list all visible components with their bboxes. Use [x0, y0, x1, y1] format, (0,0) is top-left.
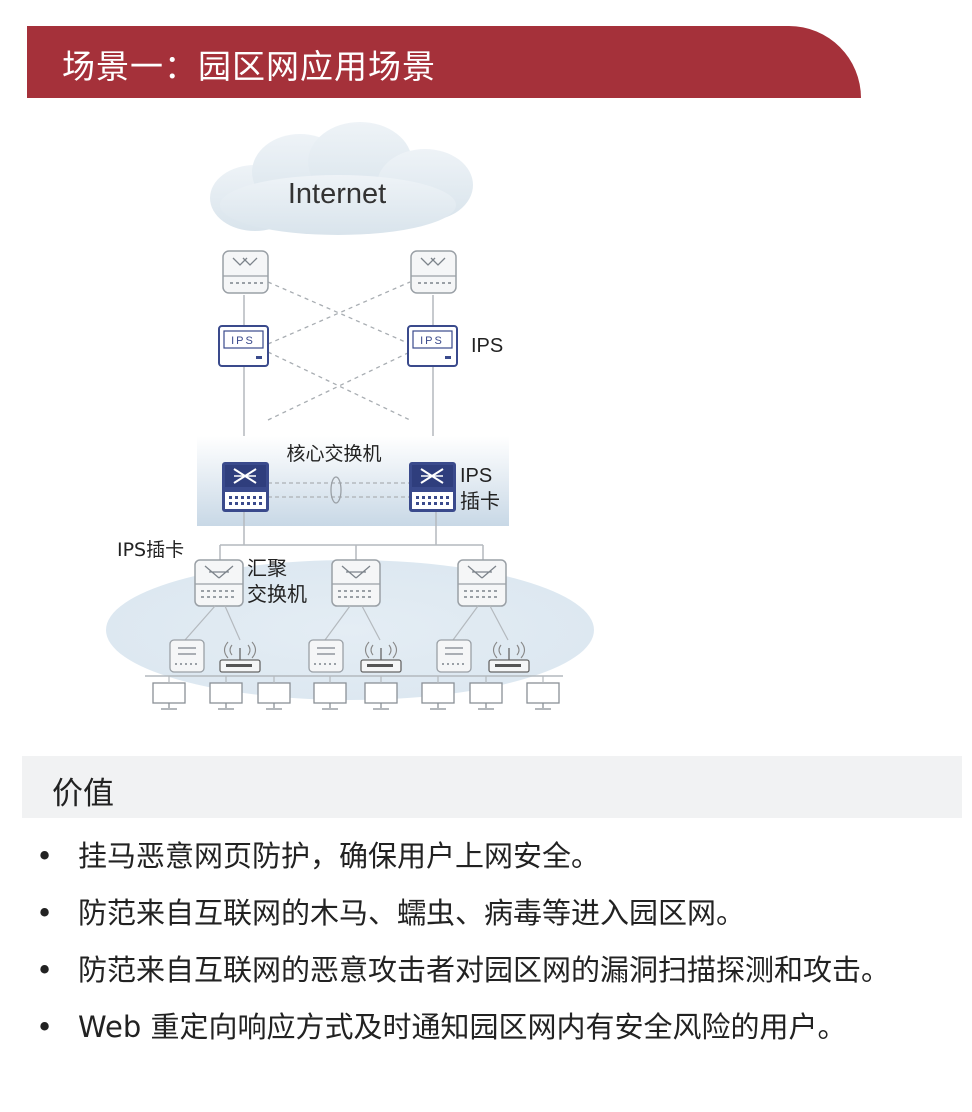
agg-switch-1 [194, 559, 244, 607]
pc-icon [364, 682, 398, 710]
core-ips-card-label-line2: 插卡 [460, 489, 500, 513]
ips-device-right: IPS [407, 325, 458, 367]
bullet-dot: • [36, 1010, 54, 1044]
wireless-ap-2 [360, 641, 402, 673]
value-bullet-text: Web 重定向响应方式及时通知园区网内有安全风险的用户。 [78, 1010, 847, 1044]
internet-cloud [210, 122, 473, 235]
pc-icon [257, 682, 291, 710]
value-bullet-item: • Web 重定向响应方式及时通知园区网内有安全风险的用户。 [28, 999, 928, 1056]
core-to-agg-lines [219, 512, 484, 560]
pc-icon [209, 682, 243, 710]
access-switch-3 [436, 639, 472, 673]
access-switch-1 [169, 639, 205, 673]
dashed-cross-links [267, 281, 411, 421]
value-section-title: 价值 [52, 776, 114, 812]
header-banner: 场景一：园区网应用场景 [27, 26, 861, 98]
bullet-dot: • [36, 839, 54, 873]
value-bullet-text: 防范来自互联网的恶意攻击者对园区网的漏洞扫描探测和攻击。 [78, 953, 891, 987]
internet-label: Internet [288, 178, 386, 210]
ips-device-right-text: IPS [420, 335, 444, 347]
access-switch-2 [308, 639, 344, 673]
ips-device-left-text: IPS [231, 335, 255, 347]
agg-switch-label-line1: 汇聚 [247, 556, 287, 580]
pc-icon [526, 682, 560, 710]
pc-icon [152, 682, 186, 710]
core-switch-label: 核心交换机 [286, 443, 381, 465]
value-section-header: 价值 [22, 756, 962, 818]
agg-switch-label-line2: 交换机 [247, 582, 307, 606]
terminal-drops [168, 676, 544, 683]
link-aggregation-icon [330, 476, 342, 504]
agg-switch-3 [457, 559, 507, 607]
page-title: 场景一：园区网应用场景 [62, 47, 436, 86]
core-ips-card-label-line1: IPS [460, 465, 492, 487]
value-bullet-item: • 防范来自互联网的木马、蠕虫、病毒等进入园区网。 [28, 885, 928, 942]
core-switch-right [409, 462, 456, 512]
agg-switch-2 [331, 559, 381, 607]
edge-router-right [410, 250, 457, 294]
edge-router-left [222, 250, 269, 294]
bullet-dot: • [36, 953, 54, 987]
uplink-lines [243, 295, 434, 436]
pc-icon [313, 682, 347, 710]
value-bullet-item: • 挂马恶意网页防护，确保用户上网安全。 [28, 828, 928, 885]
value-bullet-text: 挂马恶意网页防护，确保用户上网安全。 [78, 839, 601, 873]
pc-icon [421, 682, 455, 710]
network-diagram: Internet IPS IPS IPS [106, 122, 594, 710]
agg-to-access-lines [184, 605, 509, 641]
ips-label: IPS [471, 335, 503, 357]
ips-device-left: IPS [218, 325, 269, 367]
bullet-dot: • [36, 896, 54, 930]
agg-ips-card-label: IPS插卡 [117, 539, 184, 561]
wireless-ap-1 [219, 641, 261, 673]
core-switch-left [222, 462, 269, 512]
value-bullet-text: 防范来自互联网的木马、蠕虫、病毒等进入园区网。 [78, 896, 746, 930]
value-bullet-item: • 防范来自互联网的恶意攻击者对园区网的漏洞扫描探测和攻击。 [28, 942, 928, 999]
pc-icon [469, 682, 503, 710]
wireless-ap-3 [488, 641, 530, 673]
value-bullet-list: • 挂马恶意网页防护，确保用户上网安全。 • 防范来自互联网的木马、蠕虫、病毒等进入… [28, 828, 928, 1056]
